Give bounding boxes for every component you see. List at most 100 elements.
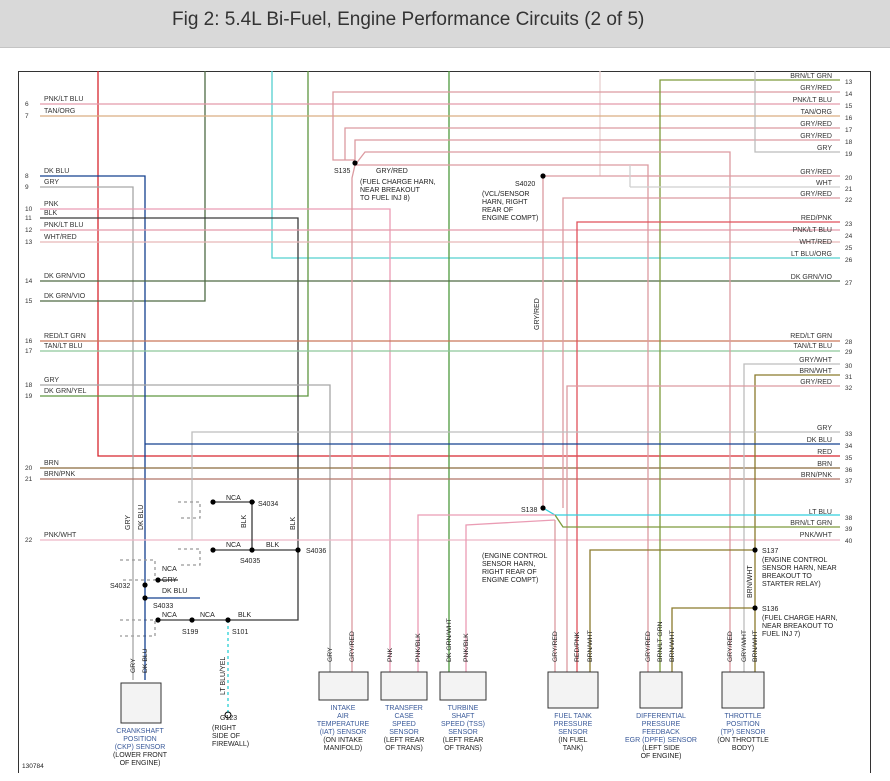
splice-s135-note-line-1: NEAR BREAKOUT xyxy=(360,187,421,194)
left-wire-label-11: BLK xyxy=(44,210,58,217)
splice-s4033-id: S4033 xyxy=(153,603,173,610)
label-blk-vertical-2: BLK xyxy=(290,516,297,530)
label-lt-blu-yel-vertical: LT BLU/YEL xyxy=(220,657,227,695)
right-wire-label-36: BRN xyxy=(817,461,832,468)
right-pin-24: 24 xyxy=(845,233,853,240)
wire-brn-lt-grn-13 xyxy=(659,79,840,672)
left-wire-label-21: BRN/PNK xyxy=(44,471,75,478)
wire-gry-red-14 xyxy=(332,91,840,161)
component-tp-name-line-0: THROTTLE xyxy=(725,713,762,720)
splice-dot-s4033 xyxy=(142,595,148,601)
left-wire-label-9: GRY xyxy=(44,179,59,186)
label-nca-s101: NCA xyxy=(200,612,215,619)
figure-title: Fig 2: 5.4L Bi-Fuel, Engine Performance … xyxy=(172,9,645,30)
right-wire-label-17: GRY/RED xyxy=(800,121,832,128)
splice-s4020-id: S4020 xyxy=(515,181,535,188)
splice-s138-note-line-1: SENSOR HARN, xyxy=(482,561,535,568)
wire-red-main xyxy=(97,71,840,457)
splice-s4020-note-line-3: ENGINE COMPT) xyxy=(482,215,538,222)
label-blk-vertical-1: BLK xyxy=(241,514,248,528)
left-pin-19: 19 xyxy=(25,393,33,400)
splice-dot-s101 xyxy=(225,617,231,623)
label-blk-s4035: BLK xyxy=(266,542,280,549)
component-tss-name-line-3: SENSOR xyxy=(448,729,478,736)
component-tp-name-line-2: (TP) SENSOR xyxy=(720,729,765,736)
component-ckp-name-line-0: CRANKSHAFT xyxy=(116,728,164,735)
left-wire-label-19: DK GRN/YEL xyxy=(44,388,87,395)
component-ckp-location-line-1: OF ENGINE) xyxy=(120,760,161,767)
splice-s136-id: S136 xyxy=(762,606,778,613)
component-tss-pin-pnk-blk: PNK/BLK xyxy=(463,633,470,662)
right-pin-16: 16 xyxy=(845,115,853,122)
shield-s199 xyxy=(120,619,156,637)
component-dpfe-pin-brn-wht: BRN/WHT xyxy=(669,630,676,662)
right-pin-34: 34 xyxy=(845,443,853,450)
component-tcss-location-line-0: (LEFT REAR xyxy=(384,737,425,744)
component-tcss-pin-pnk-blk: PNK/BLK xyxy=(415,633,422,662)
component-tss-name-line-0: TURBINE xyxy=(448,705,479,712)
right-wire-label-27: DK GRN/VIO xyxy=(791,274,833,281)
splice-s4036-id: S4036 xyxy=(306,548,326,555)
wire-gry-red-32 xyxy=(566,385,840,672)
splice-s138-id: S138 xyxy=(521,507,537,514)
right-pin-30: 30 xyxy=(845,363,853,370)
component-iat-box xyxy=(318,671,369,701)
splice-dot-nca3 xyxy=(155,577,161,583)
right-wire-label-34: DK BLU xyxy=(807,437,832,444)
right-pin-25: 25 xyxy=(845,245,853,252)
left-wire-label-10: PNK xyxy=(44,201,59,208)
component-iat-location-line-0: (ON INTAKE xyxy=(323,737,363,744)
splice-s137-note-line-1: SENSOR HARN, NEAR xyxy=(762,565,837,572)
component-iat-name-line-2: TEMPERATURE xyxy=(317,721,370,728)
right-wire-label-19: GRY xyxy=(817,145,832,152)
splice-s4020-note-line-0: (VCL/SENSOR xyxy=(482,191,529,198)
component-ftp-name-line-1: PRESSURE xyxy=(554,721,593,728)
right-pin-13: 13 xyxy=(845,79,853,86)
label-gry-s4032: GRY xyxy=(162,577,177,584)
right-pin-37: 37 xyxy=(845,478,853,485)
label-dk-blu-s4033: DK BLU xyxy=(162,588,187,595)
shield-s4035 xyxy=(178,548,201,566)
right-pin-17: 17 xyxy=(845,127,853,134)
right-wire-label-23: RED/PNK xyxy=(801,215,832,222)
component-dpfe-location-line-1: OF ENGINE) xyxy=(641,753,682,760)
wire-dk-blu-8 xyxy=(40,175,146,605)
wire-lt-blu-org xyxy=(271,71,840,259)
right-pin-32: 32 xyxy=(845,385,853,392)
left-wire-label-8: DK BLU xyxy=(44,168,69,175)
right-wire-label-20: GRY/RED xyxy=(800,169,832,176)
splice-dot-s4032 xyxy=(142,582,148,588)
label-dk-blu-vertical: DK BLU xyxy=(138,505,145,530)
left-wire-label-14: DK GRN/VIO xyxy=(44,273,86,280)
wire-gry-9 xyxy=(40,186,134,620)
component-tp-location-line-1: BODY) xyxy=(732,745,754,752)
label-nca-s4032: NCA xyxy=(162,566,177,573)
wire-brn-lt-grn-39 xyxy=(554,514,840,528)
right-wire-label-38: LT BLU xyxy=(809,509,832,516)
component-tp-pin-brn-wht: BRN/WHT xyxy=(752,630,759,662)
left-pin-15: 15 xyxy=(25,298,33,305)
component-ckp-pin-dk-blu: DK BLU xyxy=(142,648,149,673)
component-tp-box xyxy=(721,671,765,709)
splice-s4020-note-line-2: REAR OF xyxy=(482,207,513,214)
component-tcss-box xyxy=(380,671,428,701)
right-wire-label-28: RED/LT GRN xyxy=(790,333,832,340)
left-wire-label-12: PNK/LT BLU xyxy=(44,222,83,229)
wire-gry-red-17 xyxy=(344,127,840,160)
right-wire-label-32: GRY/RED xyxy=(800,379,832,386)
wire-blk-11 xyxy=(40,217,299,621)
wire-gry-18 xyxy=(40,384,331,672)
component-tcss-location-line-1: OF TRANS) xyxy=(385,745,423,752)
component-ftp-name-line-2: SENSOR xyxy=(558,729,588,736)
wire-gry-red-22 xyxy=(562,197,840,508)
left-pin-17: 17 xyxy=(25,348,33,355)
label-nca-s4035: NCA xyxy=(226,542,241,549)
component-iat-name-line-3: (IAT) SENSOR xyxy=(320,729,367,736)
left-wire-label-6: PNK/LT BLU xyxy=(44,96,83,103)
left-pin-13: 13 xyxy=(25,239,33,246)
right-pin-27: 27 xyxy=(845,280,853,287)
component-tss-name-line-1: SHAFT xyxy=(452,713,476,720)
splice-s136-note-line-0: (FUEL CHARGE HARN, xyxy=(762,615,838,622)
